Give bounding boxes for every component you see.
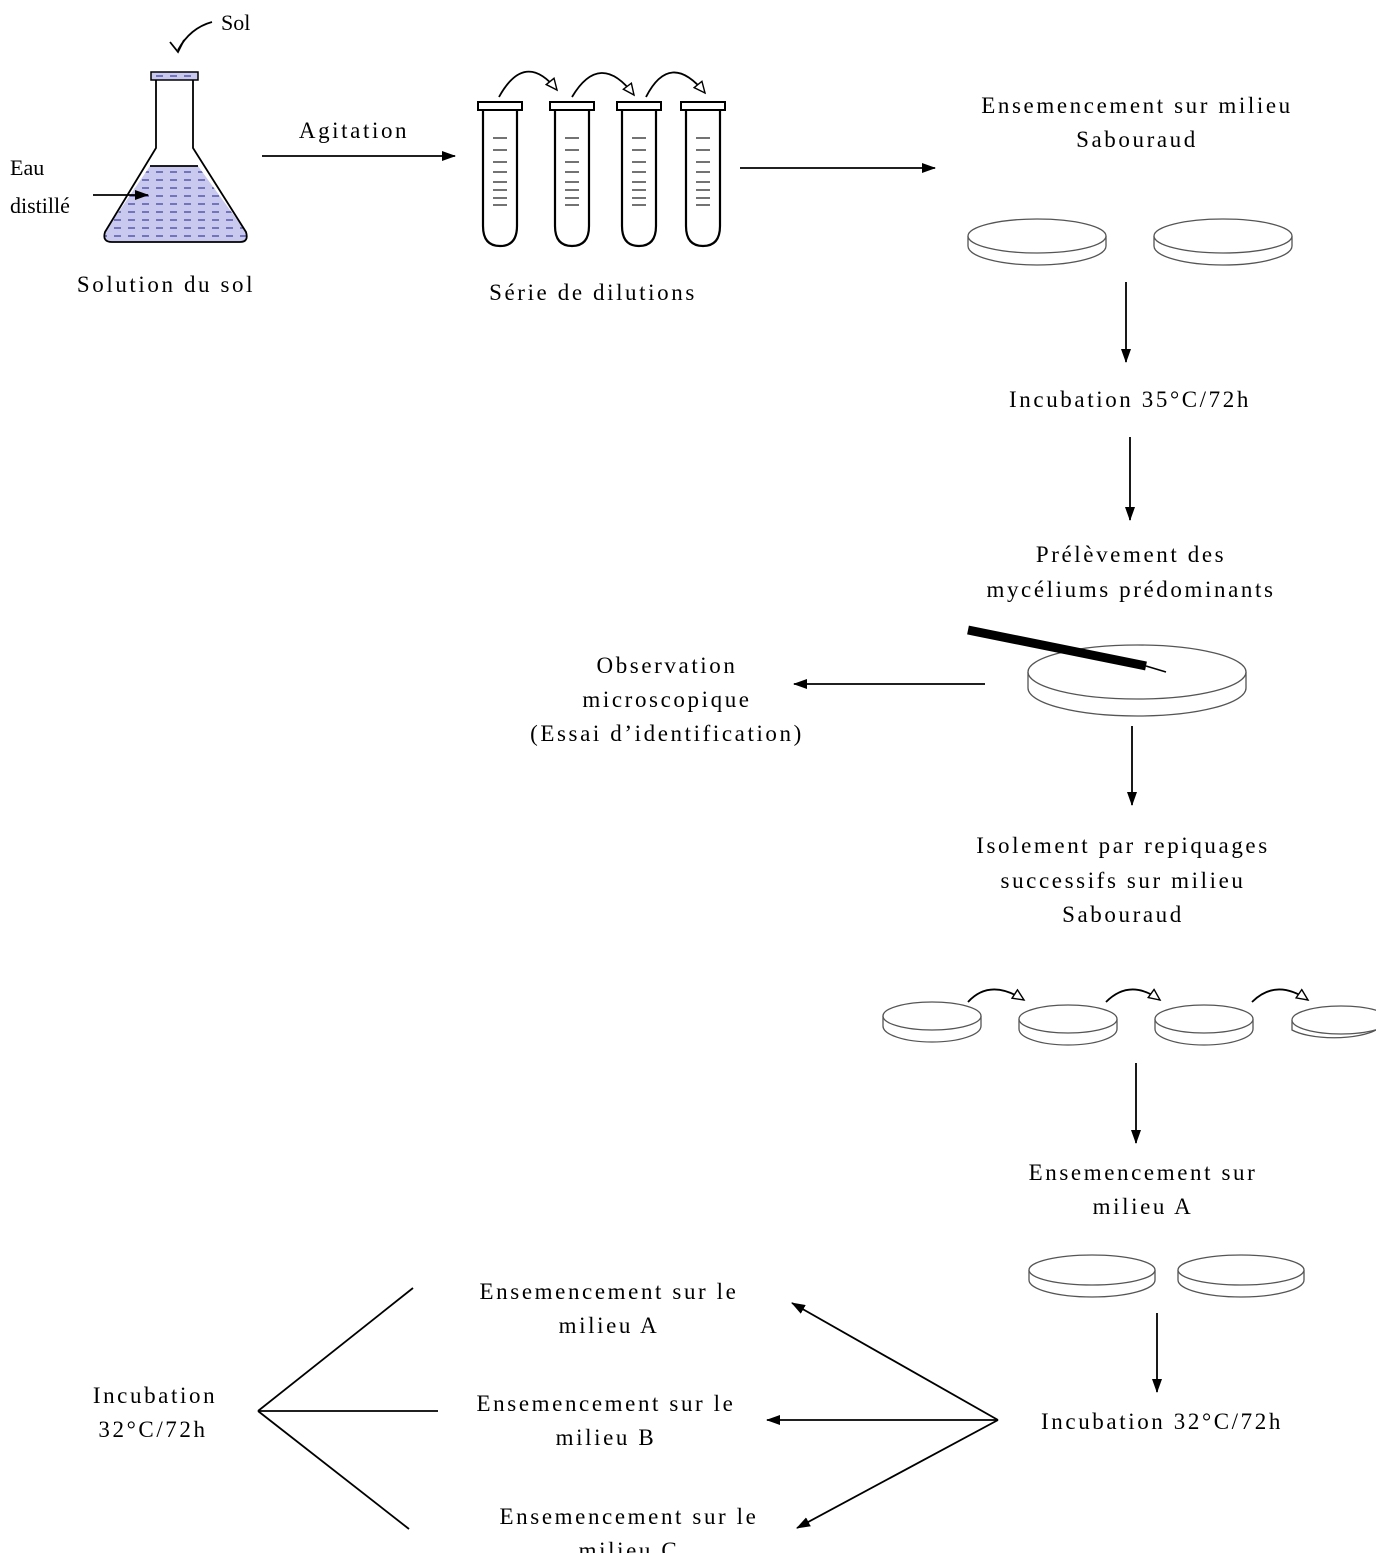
test-tube-icon	[477, 101, 523, 248]
prelevement-line2: mycéliums prédominants	[986, 577, 1275, 602]
sol-label: Sol	[221, 10, 250, 35]
incubation-32-right-label: Incubation 32°C/72h	[1041, 1409, 1283, 1434]
branch-arrow-a	[791, 1302, 999, 1421]
petri-dish-icon	[1291, 1005, 1376, 1039]
incubation-35-label: Incubation 35°C/72h	[1009, 387, 1251, 412]
branch-c-line1: Ensemencement sur le	[500, 1504, 759, 1529]
isolement-line2: successifs sur milieu	[1001, 868, 1246, 893]
isolement-line3: Sabouraud	[1062, 902, 1184, 927]
prelevement-line1: Prélèvement des	[1036, 542, 1226, 567]
sol-pointer-arrow	[177, 21, 213, 51]
left-fan-lines	[257, 1287, 438, 1530]
flask-icon	[103, 71, 248, 243]
branch-c-line2: milieu C	[579, 1538, 680, 1553]
transfer-arrow	[1105, 989, 1160, 1003]
petri-dish-icon	[1154, 1004, 1254, 1046]
transfer-arrow	[571, 72, 634, 98]
branch-b-line2: milieu B	[556, 1425, 657, 1450]
eau-label: Eau	[10, 155, 44, 180]
transfer-arrow	[498, 70, 557, 98]
ensemencement-sabouraud-line1: Ensemencement sur milieu	[981, 93, 1293, 118]
observation-line2: microscopique	[582, 687, 751, 712]
petri-dish-icon	[882, 1001, 982, 1043]
branch-b-line1: Ensemencement sur le	[477, 1391, 736, 1416]
observation-line1: Observation	[596, 653, 737, 678]
ensemencement-a-line2: milieu A	[1093, 1194, 1194, 1219]
petri-dish-icon	[1153, 218, 1293, 266]
dilution-tubes	[477, 70, 726, 248]
solution-du-sol-label: Solution du sol	[77, 272, 255, 297]
test-tube-icon	[616, 101, 662, 248]
subculture-dishes	[882, 989, 1376, 1046]
test-tube-icon	[680, 101, 726, 248]
agitation-label: Agitation	[299, 118, 409, 143]
petri-dish-with-loop-icon	[967, 625, 1247, 717]
sol-pointer-tip	[169, 39, 185, 54]
incubation-32-left-line2: 32°C/72h	[98, 1417, 207, 1442]
test-tube-icon	[549, 101, 595, 248]
petri-dish-icon	[1028, 1254, 1156, 1298]
petri-dish-icon	[1177, 1254, 1305, 1298]
observation-line3: (Essai d’identification)	[530, 721, 804, 746]
branch-a-line2: milieu A	[559, 1313, 660, 1338]
branch-arrow-c	[796, 1419, 999, 1529]
serie-de-dilutions-label: Série de dilutions	[489, 280, 697, 305]
ensemencement-sabouraud-line2: Sabouraud	[1076, 127, 1198, 152]
petri-dish-icon	[967, 218, 1107, 266]
petri-dish-icon	[1018, 1004, 1118, 1046]
ensemencement-a-line1: Ensemencement sur	[1029, 1160, 1258, 1185]
incubation-32-left-line1: Incubation	[93, 1383, 217, 1408]
branch-a-line1: Ensemencement sur le	[480, 1279, 739, 1304]
isolement-line1: Isolement par repiquages	[976, 833, 1270, 858]
distille-label: distillé	[10, 193, 70, 218]
transfer-arrow	[1251, 989, 1308, 1003]
transfer-arrow	[967, 989, 1024, 1003]
transfer-arrow	[645, 71, 705, 98]
